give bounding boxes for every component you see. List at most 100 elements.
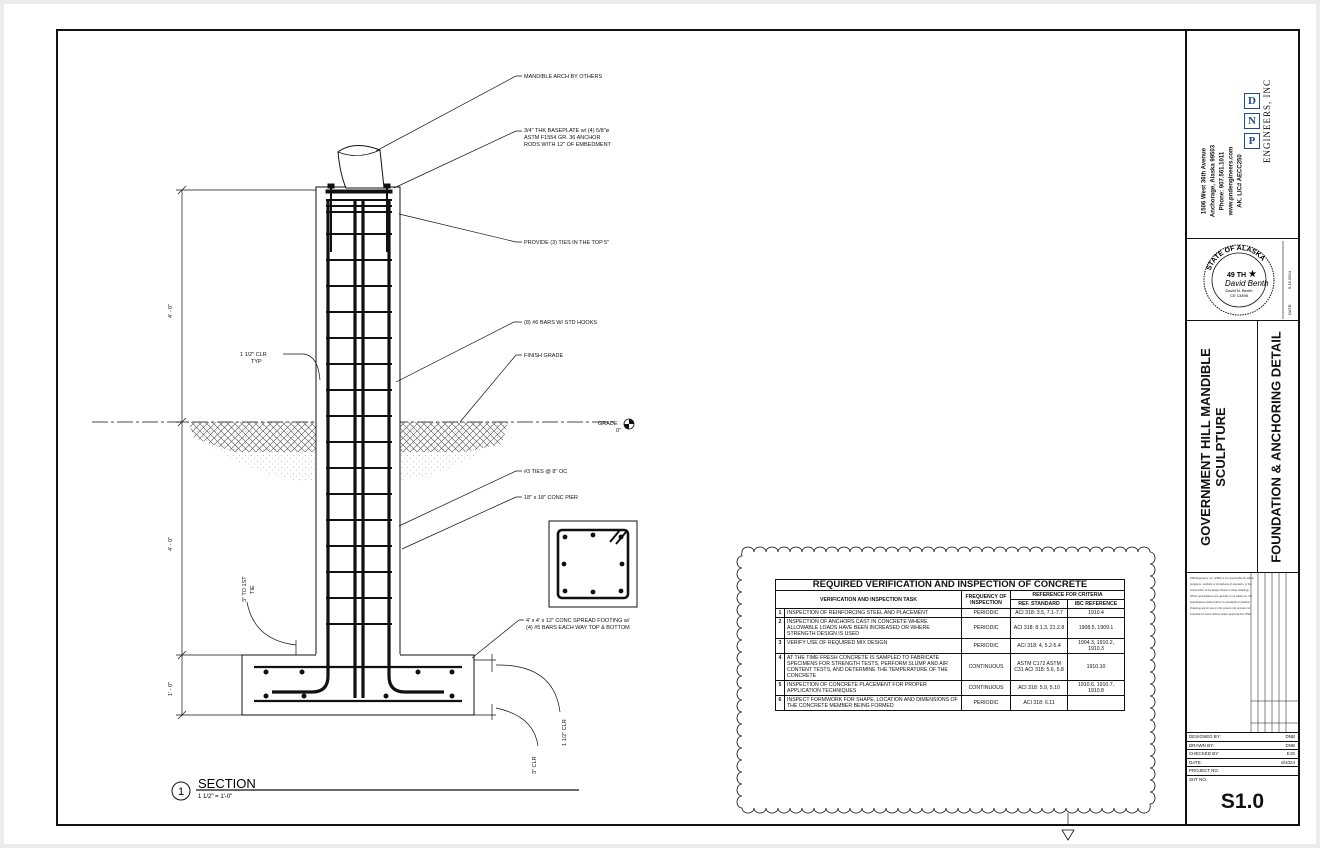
row-ibc: 1910.6, 1910.7, 1910.8 [1067, 680, 1125, 696]
drawing-sheet: MANDIBLE ARCH BY OTHERS 3/4" THK BASEPLA… [4, 4, 1316, 844]
row-task: VERIFY USE OF REQUIRED MIX DESIGN [784, 638, 962, 654]
address-line-3: Phone: 907.561.1011 [1219, 151, 1226, 211]
note-clr-side: 1 1/2" CLR [562, 719, 568, 746]
pier-ties [326, 199, 392, 625]
row-ibc: 1904.3, 1910.2, 1910.3 [1067, 638, 1125, 654]
row-frequency: PERIODIC [961, 617, 1011, 639]
section-title: SECTION [198, 776, 256, 791]
row-number: 3 [775, 638, 785, 654]
grade-marker [623, 418, 635, 430]
svg-text:programs, methods or procedure: programs, methods or procedures of opera… [1190, 582, 1252, 586]
svg-text:intended for reuse without wri: intended for reuse without written appro… [1190, 612, 1252, 616]
table-title: REQUIRED VERIFICATION AND INSPECTION OF … [775, 579, 1125, 590]
row-ibc [1067, 695, 1125, 711]
mandible-arch [337, 145, 385, 189]
dim-footing: 1' - 0" [168, 682, 174, 696]
header-reference: REFERENCE FOR CRITERIA [1010, 590, 1125, 600]
pier-cross-section [548, 520, 638, 608]
sheet-number: S1.0 [1220, 790, 1265, 813]
row-task: INSPECTION OF ANCHORS CAST IN CONCRETE W… [784, 617, 962, 639]
note-clr-typ-2: TYP [251, 359, 262, 365]
project-title-line-1: GOVERNMENT HILL MANDIBLE [1198, 347, 1213, 546]
row-frequency: PERIODIC [961, 638, 1011, 654]
logo-letter-n: N [1244, 113, 1260, 129]
inspection-table: REQUIRED VERIFICATION AND INSPECTION OF … [775, 579, 1125, 711]
row-ref-standard: ACI 318: 6.11 [1010, 695, 1068, 711]
header-ibc: IBC REFERENCE [1067, 599, 1125, 609]
section-tag: 1 SECTION 1 1/2" = 1'-0" [171, 776, 579, 801]
svg-text:PND Engineers, Inc. (PND) is n: PND Engineers, Inc. (PND) is not respons… [1190, 576, 1254, 580]
project-title-block: GOVERNMENT HILL MANDIBLE SCULPTURE FOUND… [1187, 321, 1298, 573]
address-line-1: 1506 West 36th Avenue [1201, 147, 1208, 215]
row-task: INSPECTION OF CONCRETE PLACEMENT FOR PRO… [784, 680, 962, 696]
dimension-lines [176, 185, 496, 720]
project-title: GOVERNMENT HILL MANDIBLE SCULPTURE [1198, 327, 1228, 567]
note-finish-grade: FINISH GRADE [524, 353, 563, 359]
row-number: 5 [775, 680, 785, 696]
row-frequency: PERIODIC [961, 608, 1011, 618]
note-bars: (8) #6 BARS W/ STD HOOKS [524, 320, 597, 326]
company-logo: P N D ENGINEERS, INC [1242, 31, 1272, 221]
leader-lines [246, 75, 561, 747]
engineer-seal: STATE OF ALASKA 49 TH ★ David Benth Davi… [1203, 241, 1292, 319]
soil-hatch [188, 422, 508, 482]
note-baseplate-1: 3/4" THK BASEPLATE w/ (4) 5/8"ø [524, 128, 610, 134]
revision-grid: PND Engineers, Inc. (PND) is not respons… [1190, 573, 1298, 732]
seal-star-icon: ★ [1248, 269, 1257, 280]
row-ref-standard: ACI 318: 4, 5.2-5.4 [1010, 638, 1068, 654]
row-number: 2 [775, 617, 785, 639]
drawing-title: FOUNDATION & ANCHORING DETAIL [1267, 327, 1284, 567]
row-task: INSPECT FORMWORK FOR SHAPE, LOCATION AND… [784, 695, 962, 711]
logo-letter-d: D [1244, 92, 1260, 109]
row-task: INSPECTION OF REINFORCING STEEL AND PLAC… [784, 608, 962, 618]
dim-middle: 4' - 0" [168, 537, 174, 551]
seal-date-label: DATE: [1287, 304, 1292, 315]
note-first-tie-1: 3" TO 1ST [242, 576, 248, 602]
row-ref-standard: ACI 318: 8.1.3, 21.2.8 [1010, 617, 1068, 639]
note-first-tie-2: TIE [250, 585, 256, 594]
row-ref-standard: ACI 318: 3.5, 7.1-7.7 [1010, 608, 1068, 618]
revision-block: PND Engineers, Inc. (PND) is not respons… [1187, 573, 1298, 733]
title-block: P N D ENGINEERS, INC 1506 West 36th Aven… [1185, 31, 1298, 824]
header-frequency: FREQUENCY OF INSPECTION [961, 590, 1011, 609]
row-ibc: 1910.4 [1067, 608, 1125, 618]
row-number: 4 [775, 653, 785, 681]
seal-date: 5.16.2024 [1287, 270, 1292, 289]
drawn-by-row: DRAWN BY:DNB [1187, 742, 1298, 750]
note-baseplate-3: RODS WITH 12" OF EMBEDMENT [524, 142, 612, 148]
seal-block: STATE OF ALASKA 49 TH ★ David Benth Davi… [1187, 239, 1298, 321]
project-no-row: PROJECT NO. [1187, 767, 1298, 776]
anchor-rods [325, 183, 393, 252]
header-task: VERIFICATION AND INSPECTION TASK [775, 590, 962, 609]
revision-cloud [736, 546, 1156, 814]
section-drawing: MANDIBLE ARCH BY OTHERS 3/4" THK BASEPLA… [92, 74, 1156, 841]
note-clr-bottom: 3" CLR [532, 756, 538, 774]
logo-letter-p: P [1244, 133, 1260, 150]
section-scale: 1 1/2" = 1'-0" [198, 794, 232, 800]
note-pier: 18" x 18" CONC PIER [524, 495, 578, 501]
row-ref-standard: ACI 318: 5.9, 5.10 [1010, 680, 1068, 696]
note-ties-top: PROVIDE (3) TIES IN THE TOP 5" [524, 240, 609, 246]
company-address: 1506 West 36th Avenue Anchorage, Alaska … [1201, 116, 1246, 238]
section-number: 1 [178, 786, 184, 798]
revision-triangle [1061, 829, 1075, 841]
drawing-border [56, 29, 1300, 826]
row-frequency: CONTINUOUS [961, 680, 1011, 696]
designed-by-row: DESIGNED BY:DNB [1187, 733, 1298, 742]
grade-elevation: 0" [616, 428, 621, 434]
address-line-2: Anchorage, Alaska 99503 [1210, 144, 1217, 218]
note-ties-oc: #3 TIES @ 8" OC [524, 469, 567, 475]
row-frequency: PERIODIC [961, 695, 1011, 711]
project-title-line-2: SCULPTURE [1213, 406, 1228, 487]
dim-upper: 4' - 0" [168, 304, 174, 318]
seal-number: 49 TH [1227, 272, 1246, 279]
svg-text:Where specifications are gener: Where specifications are general or not … [1190, 594, 1253, 598]
header-ref-standard: REF. STANDARD [1010, 599, 1068, 609]
note-footing-1: 4' x 4' x 12" CONC SPREAD FOOTING w/ [526, 618, 630, 624]
seal-signature: David Benth [1225, 279, 1269, 288]
address-line-5: AK. LIC# AECC250 [1237, 154, 1244, 208]
drawing-info: DESIGNED BY:DNB DRAWN BY:DNB CHECKED BY:… [1187, 733, 1298, 783]
